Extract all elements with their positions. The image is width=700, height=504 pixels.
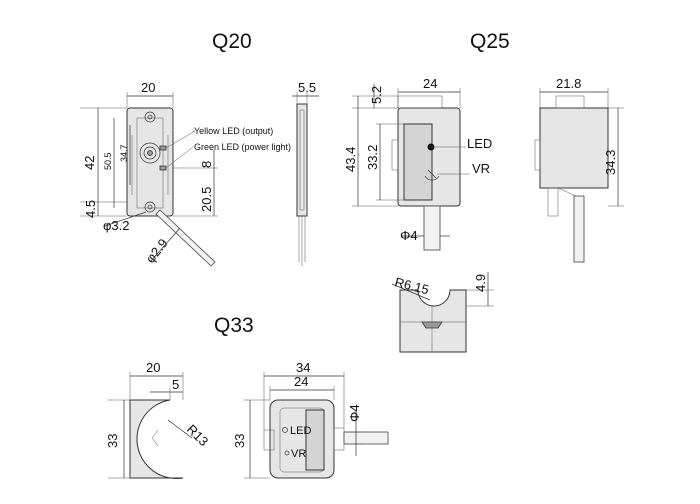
q20-cable-dia-label: φ2.9 [143,236,171,266]
q33-front-body-width-label: 24 [294,374,308,389]
title-q25: Q25 [470,30,510,53]
title-q33: Q33 [214,314,254,337]
q33-radius-label: R13 [184,422,211,449]
q20-side-view: 5.5 [292,80,319,266]
q20-center-height-label: 34.7 [119,144,129,162]
q33-height-label: 33 [105,434,120,448]
q25-dimensions: 24 5.2 43.4 33.2 LED VR Φ4 [343,76,492,243]
q33-vr-label: VR [291,448,306,460]
q20-width-label: 20 [141,80,155,95]
q33-cable-dia-label: Φ4 [347,404,362,422]
q20-lower-offset-label: 20.5 [199,187,214,212]
q20-dimensions: 20 42 50.5 34.7 Yellow LED (output) Gree… [80,80,291,266]
title-q20: Q20 [212,30,252,53]
q25-side-view: 21.8 34.3 [534,76,624,263]
q20-hole-dia-label: φ3.2 [103,218,130,233]
q25-bottom-view: R6.15 4.9 [391,272,494,353]
q25-top-offset-label: 5.2 [369,86,384,104]
q25-cable-dia-label: Φ4 [400,228,418,243]
q25-front-view [391,95,461,251]
q20-front-view [126,107,216,267]
q33-side-view: 20 5 R13 33 [105,360,211,480]
q25-vr-label: VR [472,161,490,176]
q25-side-width-label: 21.8 [556,76,581,91]
q33-notch-label: 5 [172,377,179,392]
q33-front-height-label: 33 [232,434,247,448]
q25-notch-depth-label: 4.9 [473,274,488,292]
q33-width-label: 20 [146,360,160,375]
q33-led-label: LED [290,425,311,437]
q33-front-width-label: 34 [296,360,310,375]
q25-led-label: LED [467,136,492,151]
q20-led-offset-label: 8 [199,161,214,168]
q20-bottom-gap-label: 4.5 [83,200,98,218]
q25-body-height-label: 33.2 [365,145,380,170]
q20-green-led-label: Green LED (power light) [194,142,291,152]
q25-side-height-label: 34.3 [603,150,618,175]
q25-height-label: 43.4 [343,147,358,172]
q20-inner-height-label: 50.5 [103,152,113,170]
q20-height-label: 42 [82,156,97,170]
q33-front-view: LED VR 34 24 33 Φ4 [232,360,389,479]
q25-width-label: 24 [423,76,437,91]
q20-side-width-label: 5.5 [298,80,316,95]
q20-yellow-led-label: Yellow LED (output) [194,126,273,136]
